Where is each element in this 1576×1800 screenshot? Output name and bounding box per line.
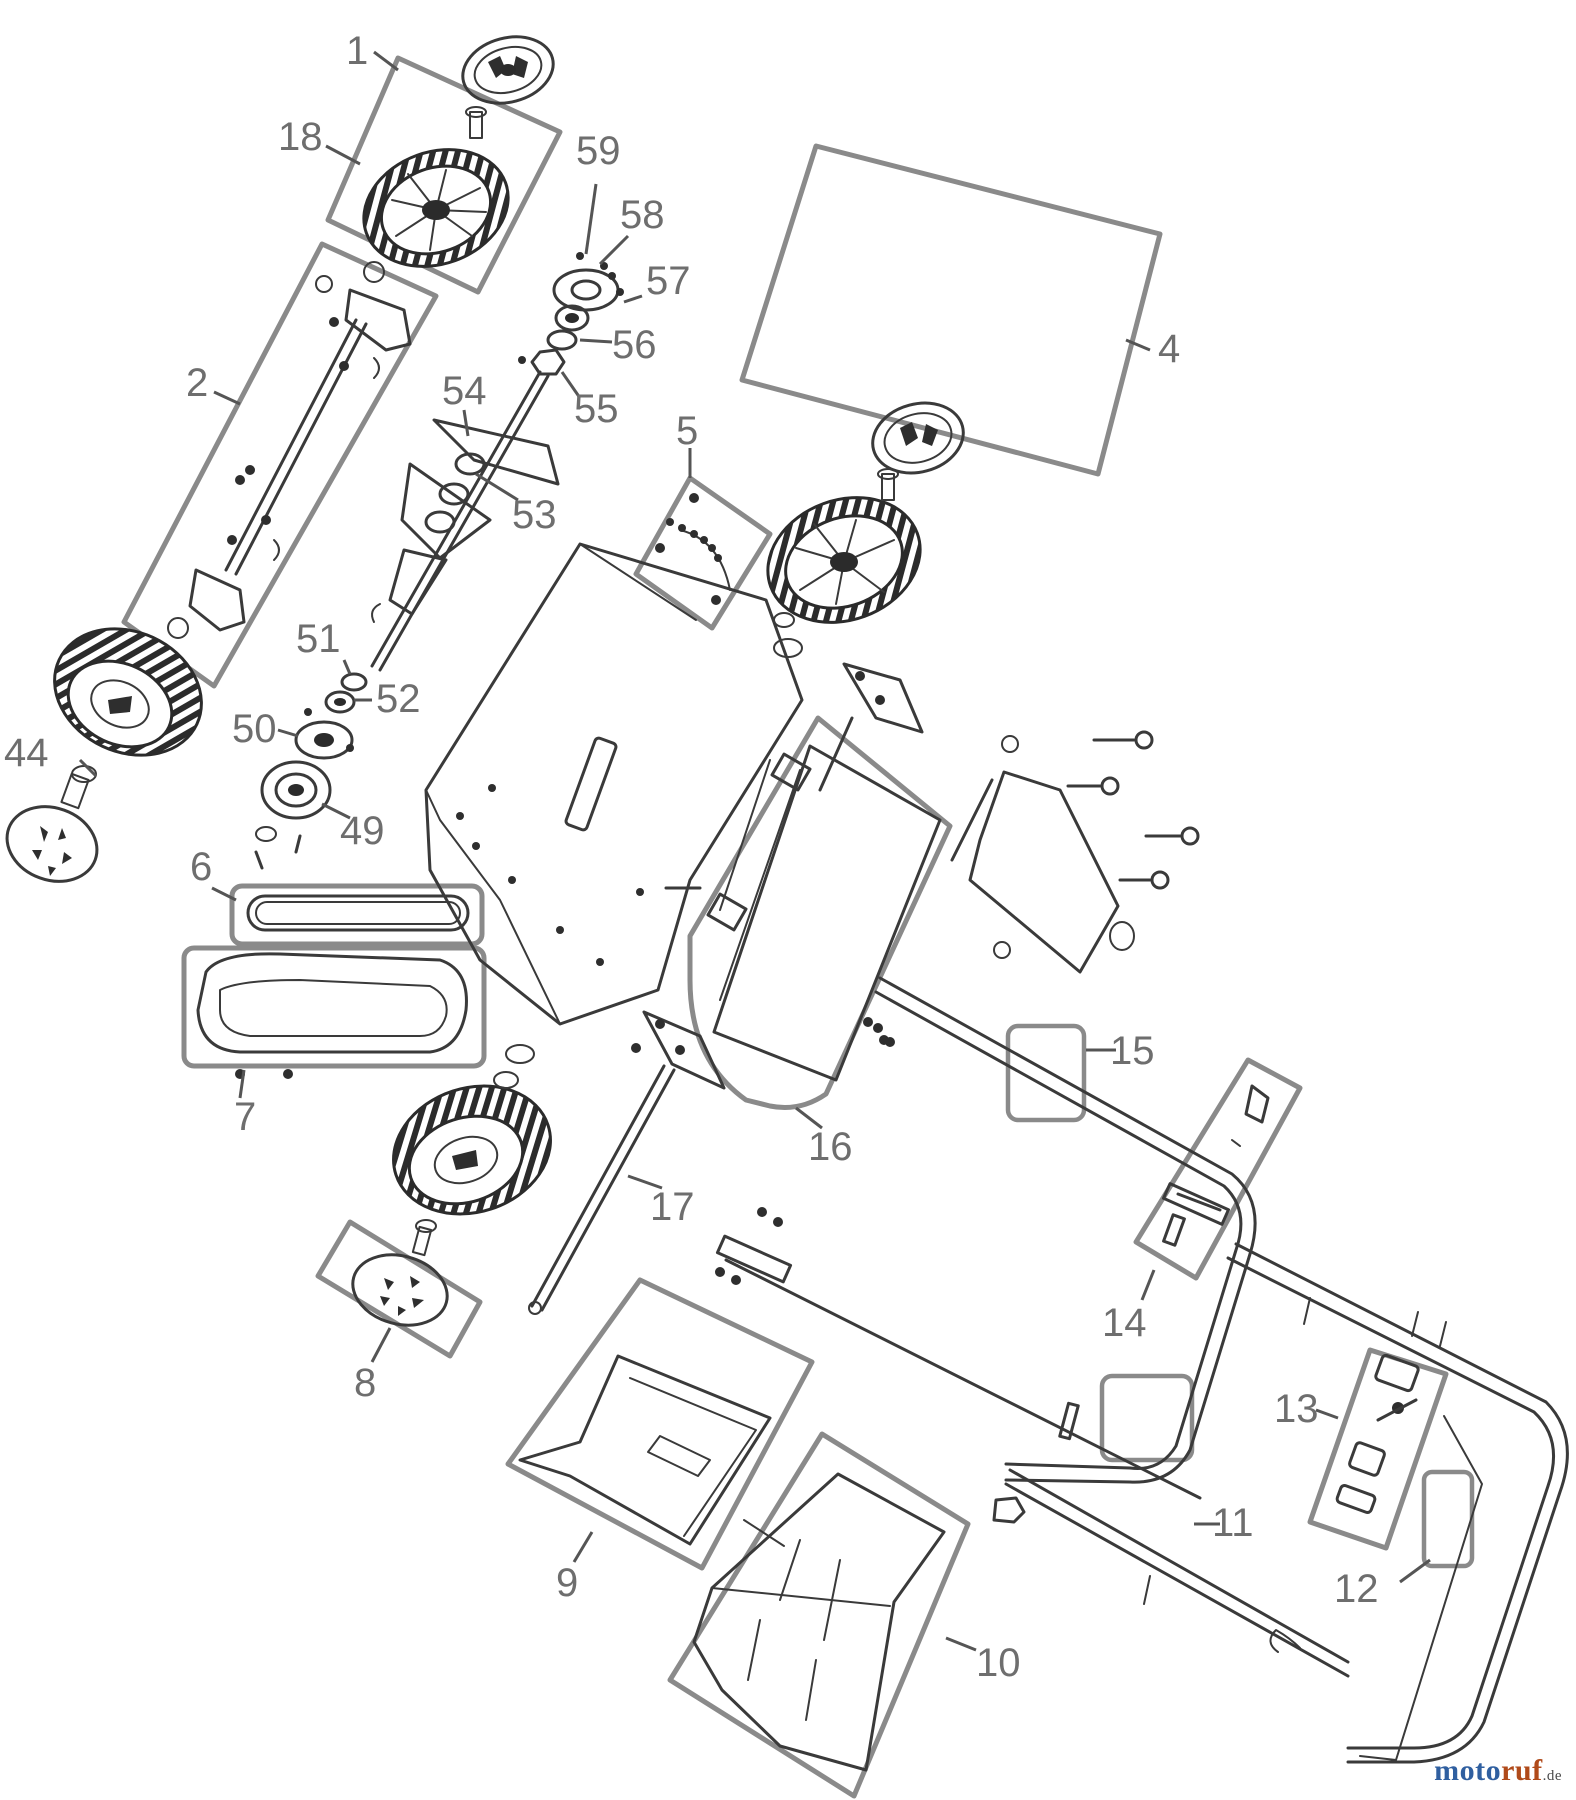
washer-51 <box>340 672 368 692</box>
group-box-7 <box>181 945 487 1069</box>
small-hardware <box>493 612 889 1089</box>
wheel-bolt-1 <box>465 106 487 139</box>
watermark-logo: motoruf.de <box>1434 1754 1562 1788</box>
switch-box-13 <box>1335 1353 1420 1514</box>
callout-59: 59 <box>576 129 621 173</box>
callout-51: 51 <box>296 617 341 661</box>
callout-16: 16 <box>808 1125 853 1169</box>
drive-belt-6 <box>246 894 470 932</box>
grass-bag-10 <box>692 1472 946 1772</box>
hub-cap-1 <box>461 35 555 105</box>
callout-6: 6 <box>190 845 212 889</box>
callout-9: 9 <box>556 1561 578 1605</box>
watermark-part2: ruf <box>1501 1754 1543 1787</box>
group-box-16 <box>687 715 953 1110</box>
front-wheel-right <box>392 1084 552 1216</box>
callout-5: 5 <box>676 409 698 453</box>
belt-cover-7 <box>196 952 468 1079</box>
bearing-flange-58 <box>552 252 624 312</box>
callout-13: 13 <box>1274 1387 1319 1431</box>
wheel-bolt-4 <box>877 468 899 501</box>
group-box-10 <box>667 1431 971 1799</box>
group-box-4 <box>739 143 1163 477</box>
blade-shaft-assembly <box>370 370 560 672</box>
rear-wheel-right <box>766 496 922 624</box>
height-adjust-plate <box>655 493 731 605</box>
callout-55: 55 <box>574 387 619 431</box>
pulley-49 <box>254 760 332 870</box>
callout-58: 58 <box>620 193 665 237</box>
rear-flap-16 <box>706 744 942 1082</box>
group-box-15 <box>1005 1023 1087 1123</box>
hub-cap-44 <box>5 805 99 883</box>
callout-12: 12 <box>1334 1567 1379 1611</box>
group-box-11 <box>1099 1373 1195 1463</box>
callout-10: 10 <box>976 1641 1021 1685</box>
rear-wheel-top <box>362 148 510 268</box>
callout-49: 49 <box>340 809 385 853</box>
hub-cap-4 <box>871 401 965 475</box>
callout-17: 17 <box>650 1185 695 1229</box>
side-bracket-lower <box>631 1010 726 1090</box>
group-box-12 <box>1421 1469 1475 1569</box>
front-wheel-left <box>53 627 203 757</box>
callout-44: 44 <box>4 731 49 775</box>
side-bracket-upper <box>818 662 924 792</box>
motor-bracket <box>950 730 1200 974</box>
group-box-2 <box>121 241 439 689</box>
callout-2: 2 <box>186 361 208 405</box>
bearing-52 <box>324 690 356 714</box>
group-box-5 <box>633 475 773 631</box>
nut-55 <box>518 348 566 376</box>
hub-cap-8 <box>351 1253 449 1327</box>
group-box-13 <box>1307 1347 1449 1551</box>
callout-56: 56 <box>612 323 657 367</box>
callout-4: 4 <box>1158 327 1180 371</box>
watermark-part1: moto <box>1434 1754 1502 1787</box>
group-box-1 <box>325 55 563 295</box>
callout-8: 8 <box>354 1361 376 1405</box>
wheel-bolt-8 <box>411 1219 437 1257</box>
callout-7: 7 <box>234 1095 256 1139</box>
cable-clamp-14 <box>1162 1084 1270 1247</box>
callout-18: 18 <box>278 115 323 159</box>
rear-axle-rod <box>528 1064 676 1315</box>
group-box-9 <box>505 1277 815 1571</box>
housing <box>424 542 804 1026</box>
callout-52: 52 <box>376 677 421 721</box>
catcher-frame-9 <box>518 1354 772 1546</box>
watermark-suffix: .de <box>1542 1768 1562 1784</box>
group-box-14 <box>1133 1057 1303 1281</box>
washer-56 <box>546 329 578 351</box>
callout-1: 1 <box>346 29 368 73</box>
pulley-flange-50 <box>294 708 354 760</box>
group-box-6 <box>229 883 485 947</box>
callout-14: 14 <box>1102 1301 1147 1345</box>
group-box-8 <box>315 1219 483 1359</box>
callout-numbers: 1 18 59 58 57 56 55 54 53 2 4 5 51 52 50… <box>4 29 1379 1685</box>
leader-lines <box>78 50 1431 1652</box>
bearing-57 <box>554 304 590 332</box>
callout-57: 57 <box>646 259 691 303</box>
axle-assembly <box>167 261 412 639</box>
handle-frame <box>715 976 1569 1764</box>
callout-50: 50 <box>232 707 277 751</box>
callout-11: 11 <box>1212 1501 1254 1545</box>
callout-53: 53 <box>512 493 557 537</box>
callout-15: 15 <box>1110 1029 1155 1073</box>
callout-54: 54 <box>442 369 487 413</box>
